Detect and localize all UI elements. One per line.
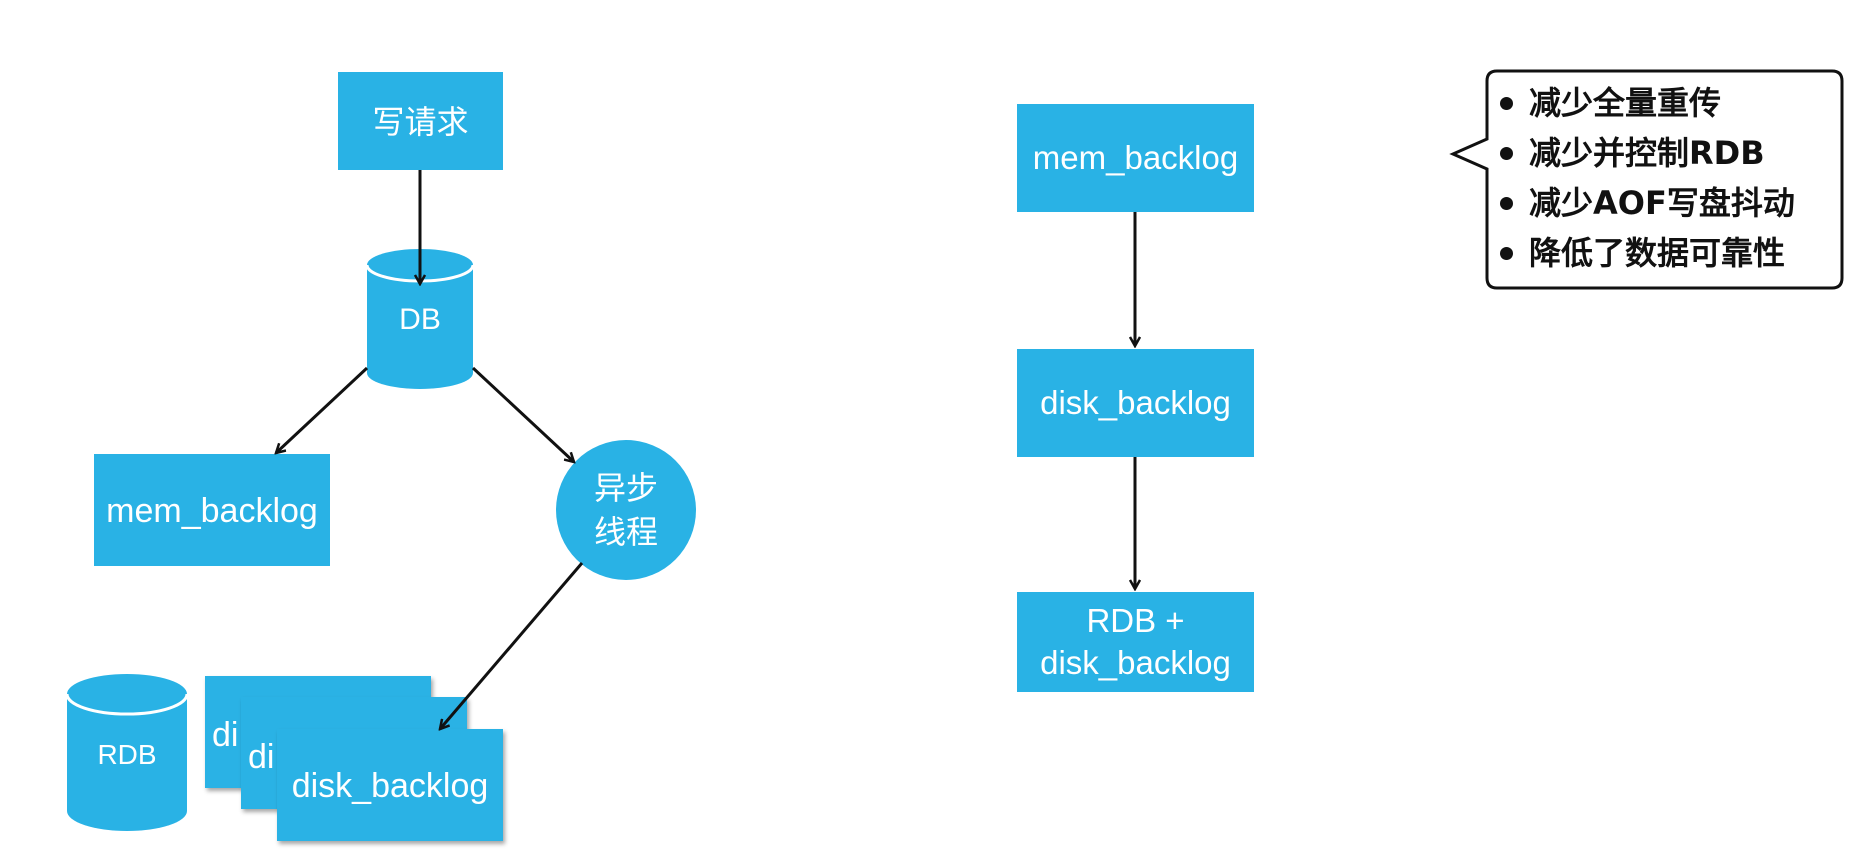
mem-backlog-node-right (1017, 104, 1254, 212)
write-request-label: 写请求 (372, 103, 469, 141)
callout-item-text: 降低了数据可靠性 (1529, 234, 1786, 272)
rdb-disk-backlog-node (1017, 592, 1254, 692)
callout-item-text: 减少AOF写盘抖动 (1529, 184, 1795, 222)
rdb-cylinder (65, 674, 189, 831)
arrow-db-to-async-thread (471, 366, 574, 462)
bullet-dot-icon (1500, 146, 1513, 160)
write-request-node (338, 72, 503, 170)
callout-bullet-list: 减少全量重传 减少并控制RDB 减少AOF写盘抖动 降低了数据可靠性 (1500, 78, 1795, 278)
disk-backlog-node-right (1017, 349, 1254, 457)
async-thread-label: 异步 线程 (593, 469, 658, 551)
bullet-dot-icon (1500, 196, 1513, 210)
arrow-db-to-mem-backlog (276, 366, 369, 453)
disk-backlog-stack-card-front (277, 729, 503, 841)
disk-backlog-label-front: disk_backlog (291, 767, 489, 805)
bullet-dot-icon (1500, 246, 1513, 260)
mem-backlog-label-right: mem_backlog (1032, 139, 1239, 176)
callout-item-text: 减少全量重传 (1529, 84, 1722, 122)
callout-bubble (1449, 69, 1844, 290)
callout-item: 减少AOF写盘抖动 (1500, 178, 1795, 228)
mem-backlog-label-left: mem_backlog (106, 492, 318, 530)
callout-item-text: 减少并控制RDB (1529, 134, 1765, 172)
callout-item: 降低了数据可靠性 (1500, 228, 1795, 278)
disk-backlog-stack-partial-back: di (212, 716, 239, 754)
rdb-label-left: RDB (97, 739, 157, 770)
db-label: DB (399, 303, 441, 336)
arrow-async-to-disk-backlog (440, 562, 584, 729)
disk-backlog-label-right: disk_backlog (1040, 384, 1231, 421)
bullet-dot-icon (1500, 96, 1513, 110)
mem-backlog-node-left (94, 454, 330, 566)
async-thread-node (556, 440, 696, 580)
callout-item: 减少并控制RDB (1500, 128, 1795, 178)
rdb-disk-backlog-label: RDB + disk_backlog (1040, 602, 1231, 681)
callout-item: 减少全量重传 (1500, 78, 1795, 128)
disk-backlog-stack-partial-middle: di (248, 738, 275, 776)
db-cylinder (365, 249, 475, 389)
